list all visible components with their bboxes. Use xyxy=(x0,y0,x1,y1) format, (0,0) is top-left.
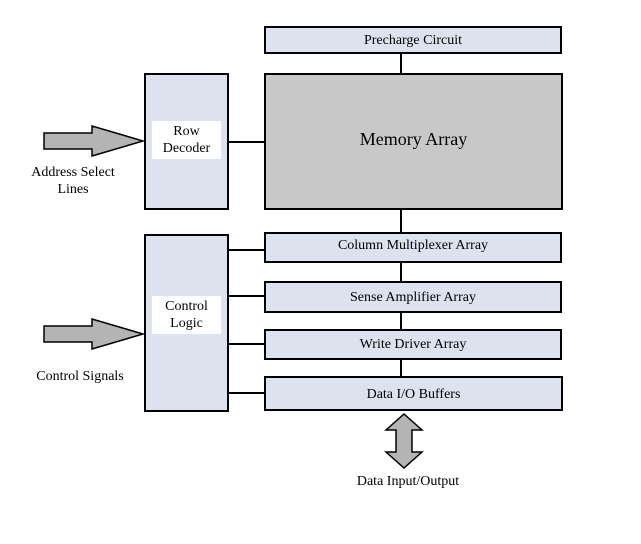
control-logic-label: Control Logic xyxy=(152,296,221,334)
row-decoder-label-line2: Decoder xyxy=(162,141,211,156)
row-decoder-label-line1: Row xyxy=(173,124,200,139)
precharge-circuit-block xyxy=(264,26,562,54)
write-driver-block xyxy=(264,329,562,360)
data-input-output-label: Data Input/Output xyxy=(356,474,460,489)
sense-amplifier-label: Sense Amplifier Array xyxy=(350,290,476,305)
memory-array-label: Memory Array xyxy=(359,129,468,149)
row-decoder-label: Row Decoder xyxy=(152,121,221,159)
address-select-lines-label: Address Select Lines xyxy=(18,164,128,198)
data-io-bidirectional-arrow-icon xyxy=(384,412,424,470)
control-logic-label-line2: Logic xyxy=(170,316,203,331)
address-select-label-line1: Address Select xyxy=(31,165,115,180)
data-io-block xyxy=(264,376,563,411)
control-logic-label-line1: Control xyxy=(165,299,208,314)
control-signals-label: Control Signals xyxy=(36,369,124,384)
sense-amplifier-block xyxy=(264,281,562,313)
write-driver-label: Write Driver Array xyxy=(359,337,467,352)
control-signals-arrow-icon xyxy=(43,317,146,351)
address-select-arrow-icon xyxy=(43,124,146,158)
data-io-label: Data I/O Buffers xyxy=(366,387,461,402)
address-select-label-line2: Lines xyxy=(57,182,89,197)
column-multiplexer-label: Column Multiplexer Array xyxy=(337,238,489,253)
memory-array-block xyxy=(264,73,563,210)
column-multiplexer-block xyxy=(264,232,562,263)
connector-lines xyxy=(228,53,402,394)
precharge-circuit-label: Precharge Circuit xyxy=(363,33,463,48)
